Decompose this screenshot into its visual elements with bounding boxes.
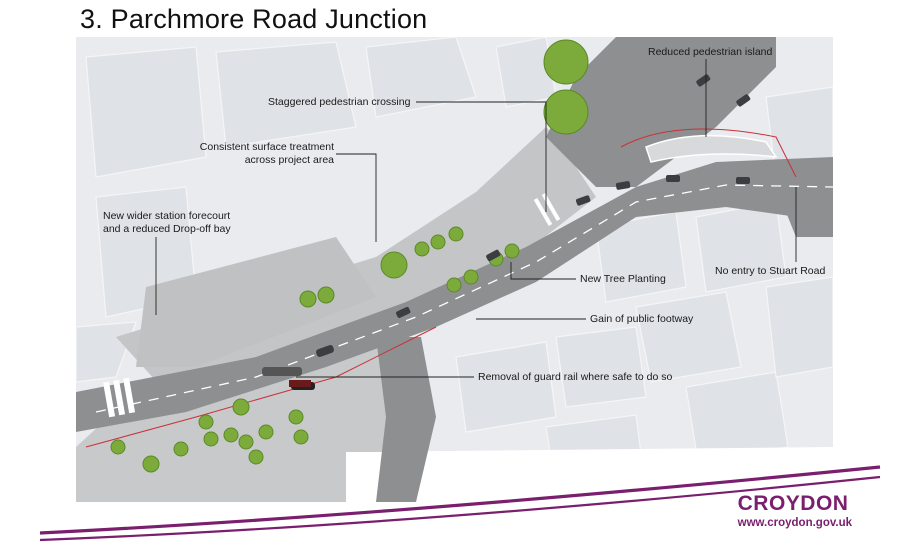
- parchmore-road-north: [546, 37, 776, 187]
- callout-station-forecourt: New wider station forecourt and a reduce…: [103, 210, 231, 235]
- callout-leaders: [155, 59, 797, 378]
- callout-staggered-crossing: Staggered pedestrian crossing: [268, 96, 411, 108]
- tree-planting: [110, 39, 589, 473]
- callout-guard-rail: Removal of guard rail where safe to do s…: [478, 371, 673, 383]
- page-title: 3. Parchmore Road Junction: [80, 4, 428, 34]
- bus-stop-marker: [289, 380, 311, 387]
- callout-surface-treatment: Consistent surface treatment across proj…: [199, 141, 334, 166]
- stuart-road: [776, 177, 833, 237]
- lane-markings: [95, 184, 833, 413]
- south-footway: [76, 337, 411, 502]
- callout-reduced-island: Reduced pedestrian island: [648, 46, 773, 58]
- main-road: [76, 157, 833, 432]
- side-road-south: [376, 337, 436, 502]
- station-forecourt: [136, 237, 376, 367]
- junction-plan-map: Staggered pedestrian crossing Reduced pe…: [76, 37, 833, 502]
- brand-name: CROYDON: [737, 492, 849, 515]
- callout-no-entry: No entry to Stuart Road: [715, 265, 826, 277]
- brand-swoosh: [39, 465, 881, 542]
- croydon-logo: CROYDON www.croydon.gov.uk: [738, 492, 852, 530]
- brand-url[interactable]: www.croydon.gov.uk: [737, 517, 852, 529]
- callout-public-footway: Gain of public footway: [590, 313, 694, 325]
- callout-tree-planting: New Tree Planting: [580, 273, 666, 285]
- pedestrian-island: [645, 134, 778, 163]
